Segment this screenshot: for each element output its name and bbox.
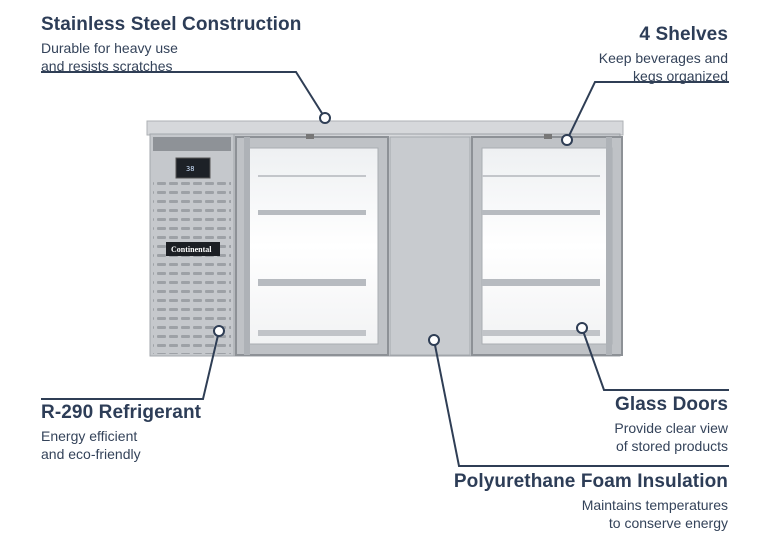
leader-steel: [41, 71, 326, 119]
callout-title: R-290 Refrigerant: [41, 402, 202, 423]
callout-title: 4 Shelves: [639, 24, 728, 45]
center-panel: [389, 136, 471, 356]
brand-text: Continental: [171, 245, 212, 254]
leader-refrigerant: [41, 330, 220, 400]
callout-title: Glass Doors: [614, 394, 728, 415]
leader-foam: [433, 339, 729, 467]
marker-shelves: [561, 134, 573, 146]
marker-foam: [428, 334, 440, 346]
marker-steel: [319, 112, 331, 124]
leader-glass: [581, 327, 729, 391]
leader-shelves: [566, 81, 729, 141]
callout-stainless-steel: Stainless Steel Construction Durable for…: [41, 14, 301, 75]
thermostat-display: [175, 157, 211, 179]
countertop: [146, 120, 624, 136]
marker-refrigerant: [213, 325, 225, 337]
callout-title: Polyurethane Foam Insulation: [453, 471, 728, 492]
callout-title: Stainless Steel Construction: [41, 14, 302, 35]
display-value: 38: [186, 165, 194, 173]
marker-glass: [576, 322, 588, 334]
callout-foam-insulation: Polyurethane Foam Insulation Maintains t…: [454, 471, 728, 532]
brand-logo: [166, 242, 220, 256]
